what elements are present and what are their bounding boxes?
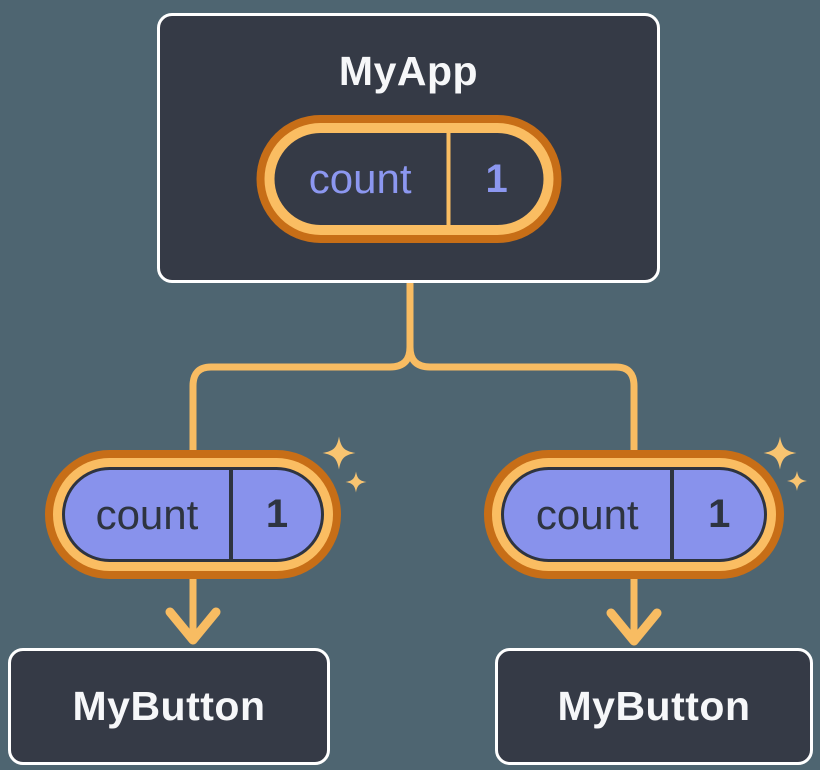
state-pill-ring: count 1 [264, 123, 553, 235]
prop-name: count [535, 490, 639, 538]
arrow-down-icon [165, 607, 221, 645]
mybutton-node-right: MyButton [495, 648, 813, 765]
mybutton-title: MyButton [557, 683, 751, 729]
arrow-down-icon [606, 608, 662, 646]
prop-pill-left: count 1 [45, 450, 341, 579]
mybutton-title: MyButton [72, 683, 266, 729]
prop-name: count [95, 490, 199, 538]
prop-pill-core: count 1 [62, 467, 324, 562]
sparkle-icon [345, 471, 367, 493]
prop-pill-core: count 1 [501, 467, 767, 562]
mybutton-node-left: MyButton [8, 648, 330, 765]
connector-right-branch [406, 280, 638, 466]
pill-divider [228, 470, 233, 559]
state-pill-core: count 1 [274, 133, 543, 225]
prop-pill-ring: count 1 [53, 458, 333, 571]
connector-left-branch [189, 280, 414, 466]
pill-divider [670, 470, 675, 559]
state-name: count [308, 155, 412, 202]
myapp-node: MyApp count 1 [157, 13, 660, 283]
prop-value: 1 [265, 492, 289, 536]
state-pill: count 1 [256, 115, 561, 243]
sparkle-icon [763, 436, 797, 470]
sparkle-icon [322, 436, 356, 470]
pill-divider [446, 133, 451, 225]
sparkle-icon [787, 471, 807, 491]
state-value: 1 [485, 156, 508, 201]
prop-pill-right: count 1 [484, 450, 784, 579]
prop-pill-ring: count 1 [492, 458, 776, 571]
myapp-title: MyApp [338, 48, 479, 94]
tree-connector [165, 280, 662, 646]
prop-value: 1 [708, 492, 731, 536]
